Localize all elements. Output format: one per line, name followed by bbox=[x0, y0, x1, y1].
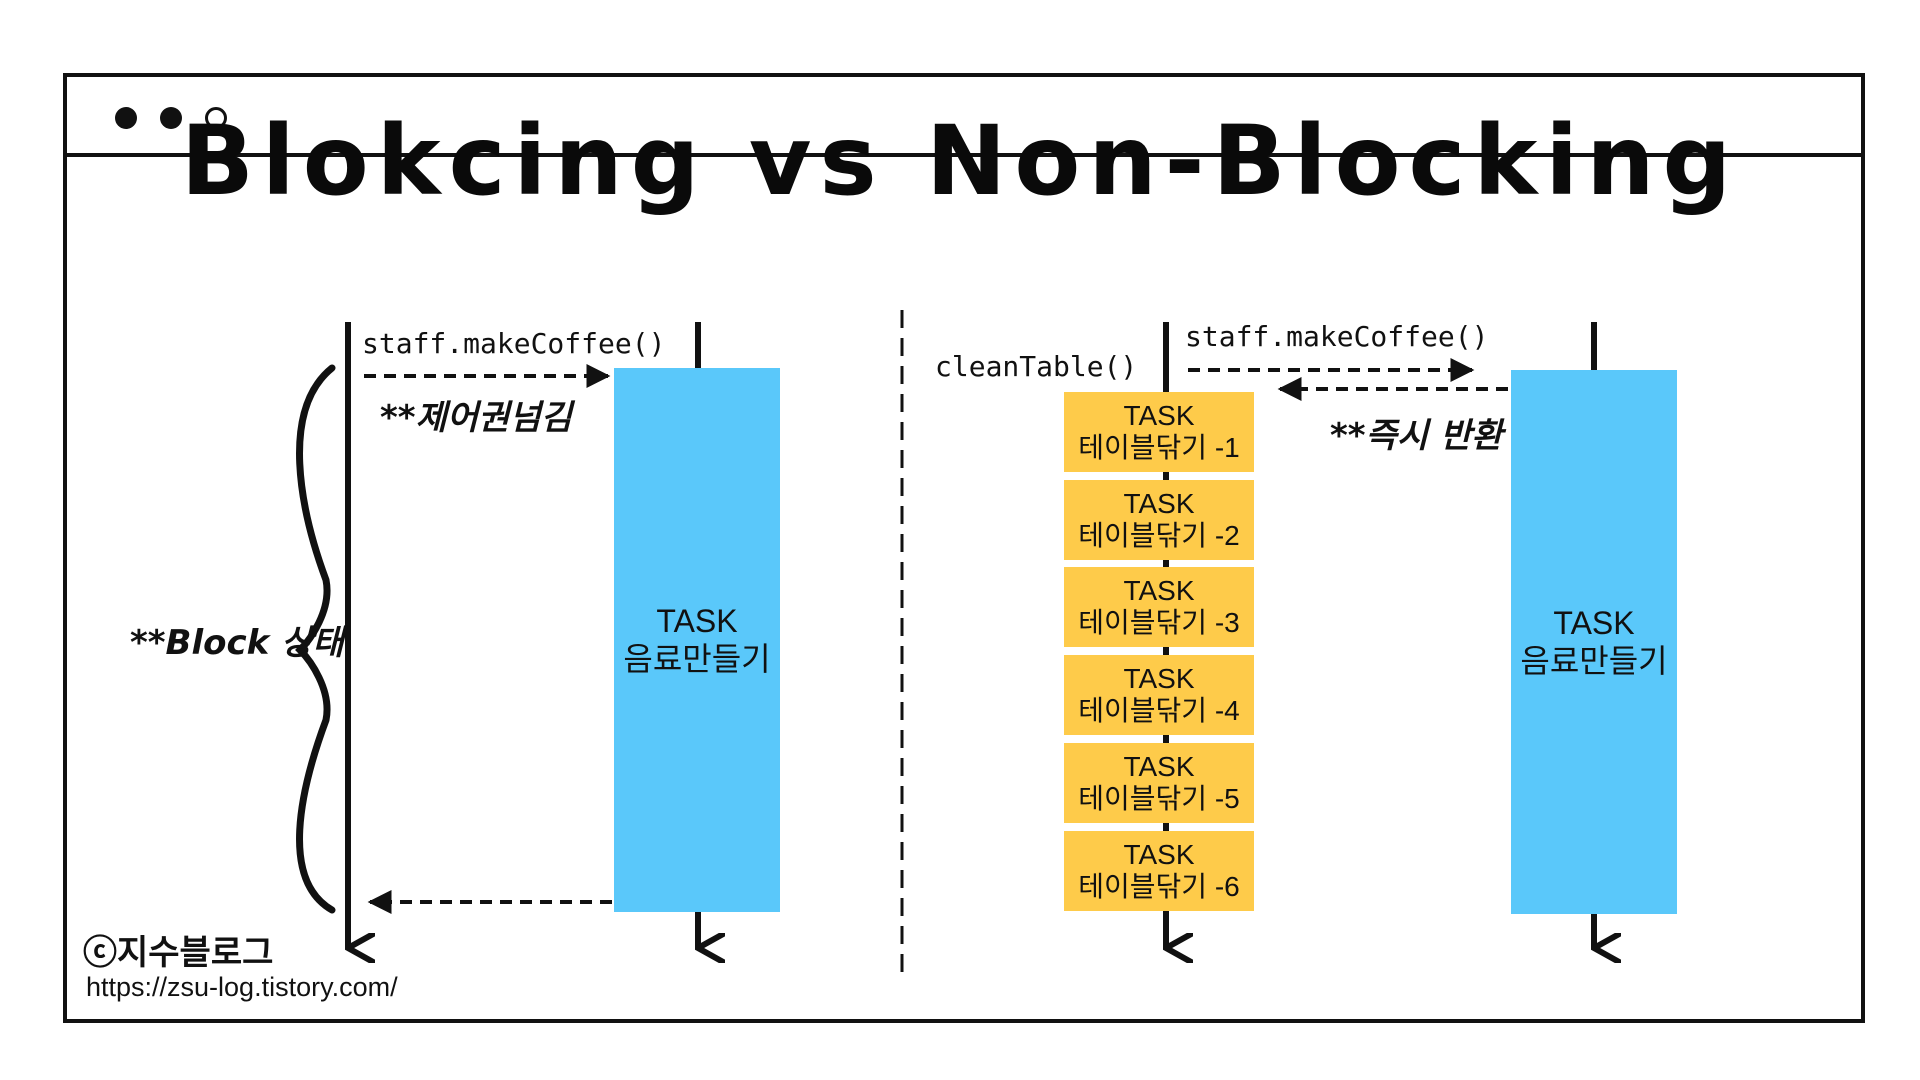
window-dot-1[interactable] bbox=[115, 107, 137, 129]
blocking-task-box: TASK 음료만들기 bbox=[614, 368, 780, 912]
nonblocking-call-label: staff.makeCoffee() bbox=[1185, 320, 1489, 353]
nonblocking-return-note: **즉시 반환 bbox=[1330, 416, 1503, 456]
nonblocking-local-call-label: cleanTable() bbox=[935, 350, 1138, 383]
local-task-box: TASK 테이블닦기 -1 bbox=[1064, 392, 1254, 472]
blocking-call-label: staff.makeCoffee() bbox=[362, 327, 666, 360]
local-task-name: 테이블닦기 -6 bbox=[1078, 871, 1240, 902]
blog-url[interactable]: https://zsu-log.tistory.com/ bbox=[86, 972, 398, 1002]
local-task-label: TASK bbox=[1123, 751, 1195, 782]
blocking-handoff-note: **제어권넘김 bbox=[380, 398, 572, 438]
local-task-name: 테이블닦기 -4 bbox=[1078, 695, 1240, 726]
local-task-label: TASK bbox=[1123, 400, 1195, 431]
local-task-label: TASK bbox=[1123, 839, 1195, 870]
blocking-task-name: 음료만들기 bbox=[623, 641, 771, 677]
local-task-name: 테이블닦기 -1 bbox=[1078, 432, 1240, 463]
local-task-box: TASK 테이블닦기 -5 bbox=[1064, 743, 1254, 823]
nonblocking-task-box: TASK 음료만들기 bbox=[1511, 370, 1677, 914]
local-task-box: TASK 테이블닦기 -4 bbox=[1064, 655, 1254, 735]
local-task-box: TASK 테이블닦기 -6 bbox=[1064, 831, 1254, 911]
block-state-brace bbox=[295, 364, 336, 914]
window-dot-2[interactable] bbox=[160, 107, 182, 129]
local-task-label: TASK bbox=[1123, 663, 1195, 694]
credit-text: ⓒ지수블로그 bbox=[83, 933, 274, 973]
local-task-name: 테이블닦기 -3 bbox=[1078, 607, 1240, 638]
nonblocking-task-name: 음료만들기 bbox=[1520, 643, 1668, 679]
local-task-box: TASK 테이블닦기 -3 bbox=[1064, 567, 1254, 647]
local-task-label: TASK bbox=[1123, 488, 1195, 519]
diagram-title: Blokcing vs Non-Blocking bbox=[180, 105, 1740, 217]
local-task-name: 테이블닦기 -5 bbox=[1078, 783, 1240, 814]
nonblocking-task-label: TASK bbox=[1553, 605, 1635, 641]
local-task-label: TASK bbox=[1123, 575, 1195, 606]
window-dot-3[interactable] bbox=[205, 107, 227, 129]
block-state-note: **Block 상태 bbox=[130, 623, 344, 663]
window-titlebar bbox=[67, 77, 1861, 157]
local-task-box: TASK 테이블닦기 -2 bbox=[1064, 480, 1254, 560]
local-task-name: 테이블닦기 -2 bbox=[1078, 520, 1240, 551]
blocking-task-label: TASK bbox=[656, 603, 738, 639]
